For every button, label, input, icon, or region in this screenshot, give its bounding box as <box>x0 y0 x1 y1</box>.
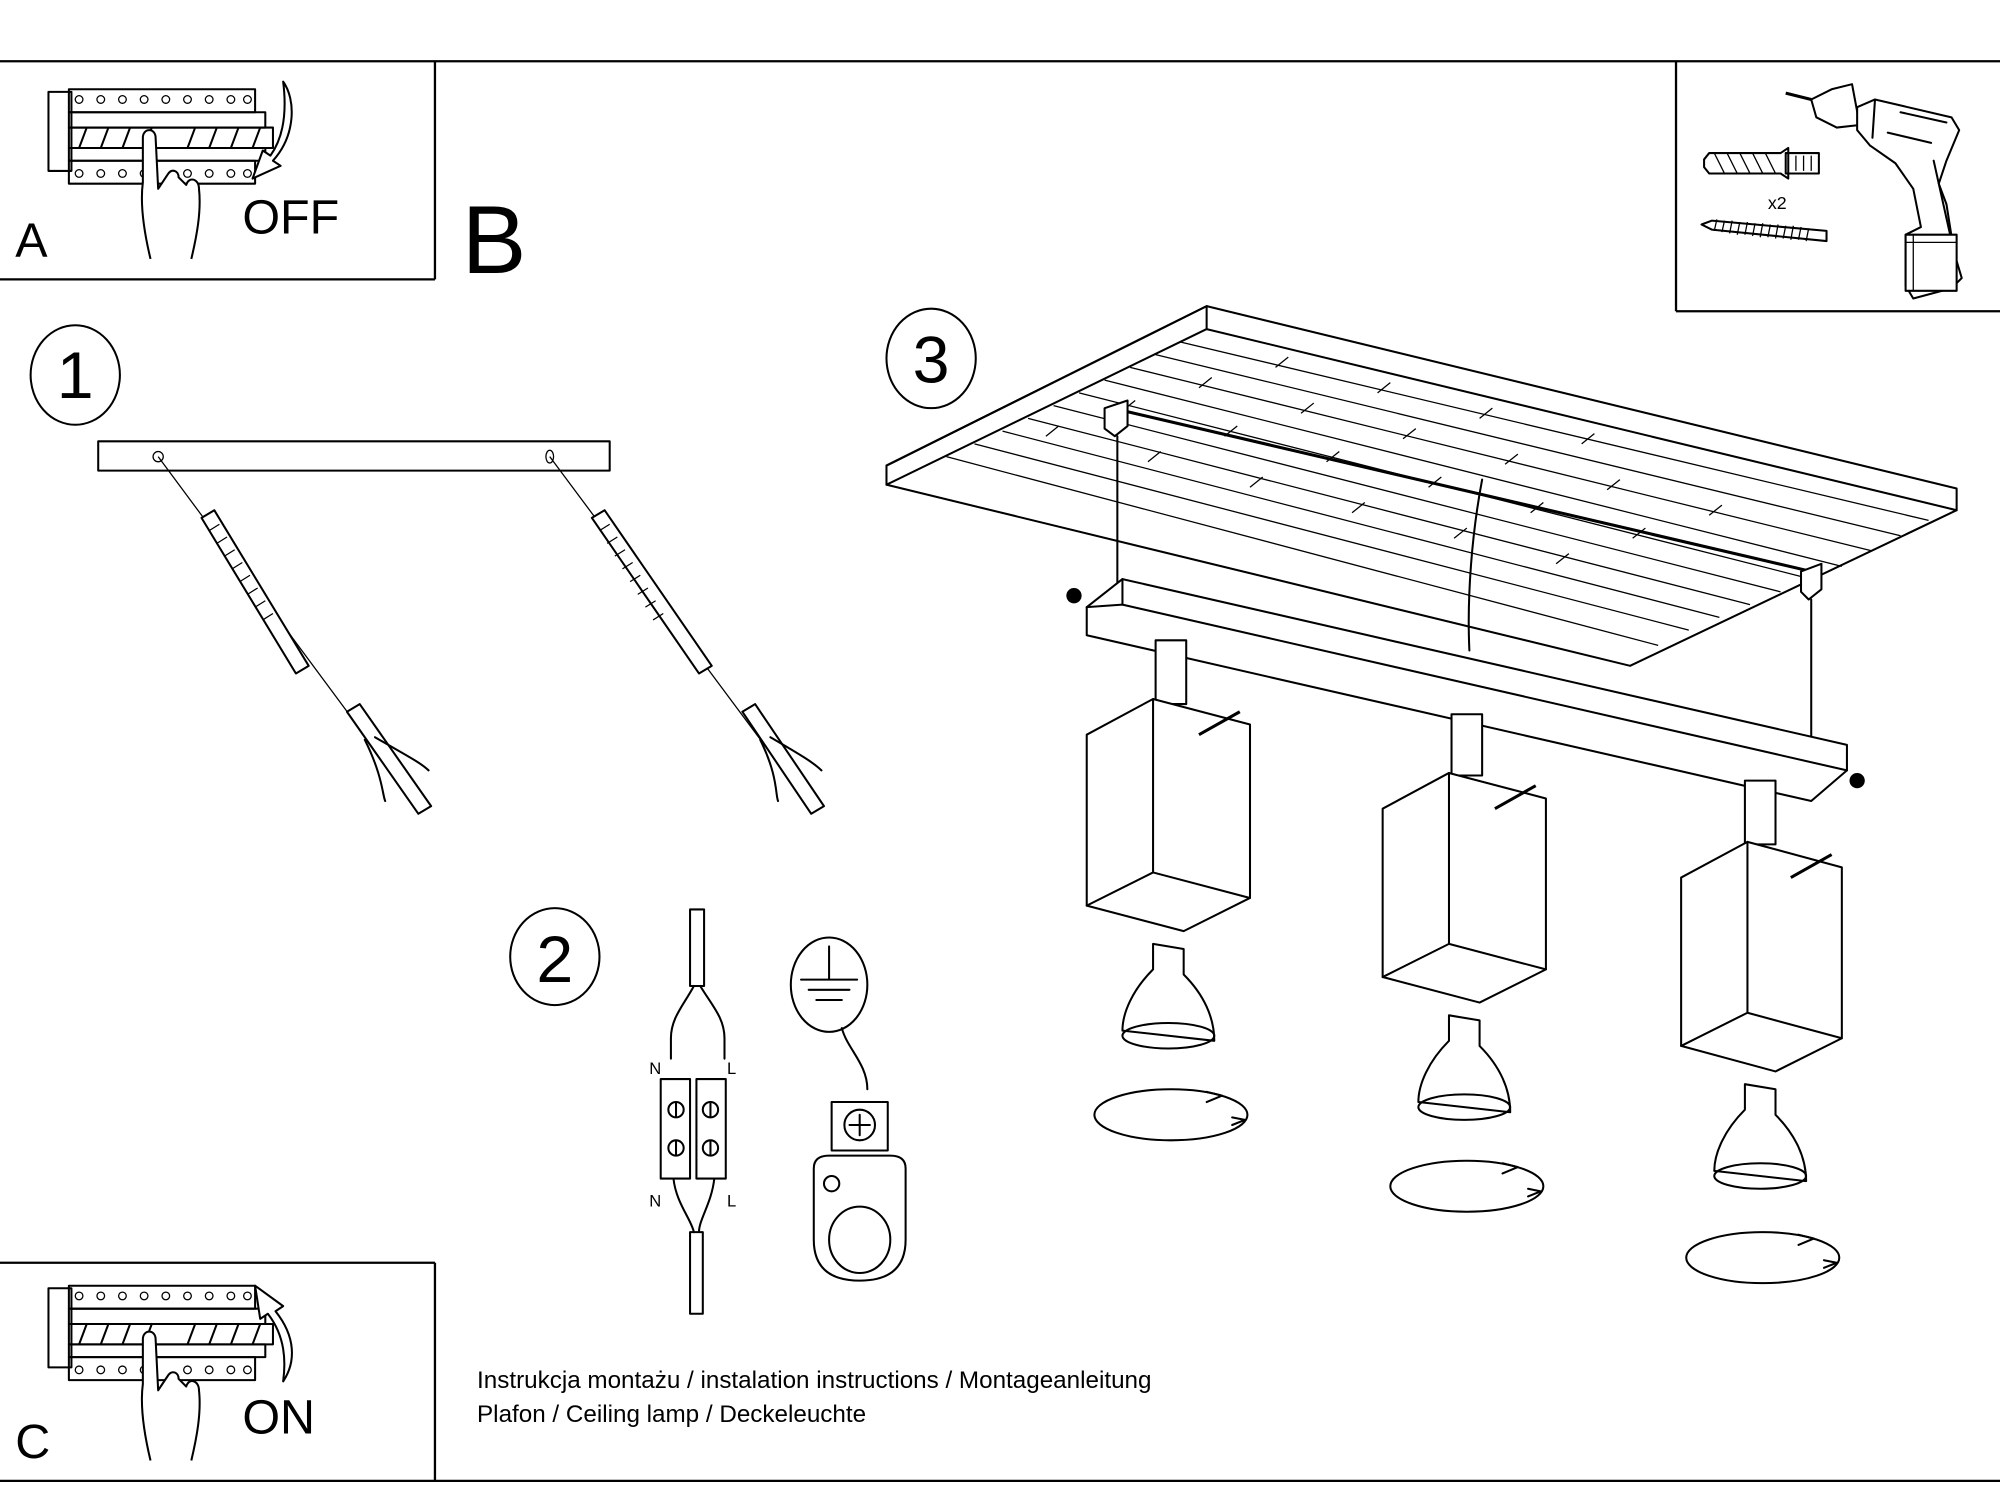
step-1: 1 <box>29 324 825 815</box>
bulb-icon <box>1121 942 1216 1042</box>
step-2-number: 2 <box>536 923 573 997</box>
step-1-number: 1 <box>57 339 94 413</box>
mounting-rail <box>1111 406 1812 573</box>
step-2: 2 N L N L <box>509 907 907 1315</box>
ground-terminal-icon <box>812 1101 907 1282</box>
wire-label-n-bottom: N <box>649 1192 661 1211</box>
bulb-icon <box>1713 1083 1808 1183</box>
spotlight-3 <box>1680 779 1843 1285</box>
plug-quantity: x2 <box>1768 193 1787 213</box>
terminal-block-icon <box>659 1078 727 1180</box>
wire-label-l-bottom: L <box>727 1192 736 1211</box>
screw-anchor-left <box>157 456 433 815</box>
end-screw-left <box>1066 588 1082 604</box>
panel-a-action: OFF <box>242 190 339 244</box>
drill-icon <box>1785 83 1963 300</box>
panel-a: OFF A <box>0 61 437 281</box>
ceiling-plate <box>885 305 1958 667</box>
ground-symbol-icon <box>789 936 869 1033</box>
screw-icon <box>1700 219 1828 243</box>
rotate-arrow-icon <box>1093 1088 1249 1142</box>
wire-label-l-top: L <box>727 1059 736 1078</box>
panel-a-letter: A <box>15 213 48 267</box>
wall-plug-icon <box>1703 146 1820 180</box>
hand-pointer-icon <box>140 1330 201 1461</box>
arrow-up-icon <box>254 1284 293 1383</box>
caption-line-1: Instrukcja montażu / instalation instruc… <box>477 1367 1151 1394</box>
step-3: 3 <box>885 305 1958 1285</box>
rotate-arrow-icon <box>1389 1159 1545 1213</box>
tools-box: x2 <box>1674 61 2000 313</box>
step-3-number: 3 <box>913 324 950 398</box>
end-screw-right <box>1849 772 1865 789</box>
step-1-badge <box>29 324 121 426</box>
caption-line-2: Plafon / Ceiling lamp / Deckeleuchte <box>477 1401 866 1428</box>
mounting-bar <box>97 440 611 472</box>
panel-c-letter: C <box>15 1415 50 1469</box>
rotate-arrow-icon <box>1685 1231 1841 1285</box>
step-2-badge <box>509 907 601 1007</box>
step-3-badge <box>885 307 977 410</box>
bulb-icon <box>1417 1014 1512 1114</box>
panel-c-action: ON <box>242 1391 315 1445</box>
lamp-base <box>1066 578 1865 803</box>
panel-c: ON C <box>0 1261 437 1481</box>
panel-b-letter: B <box>462 185 527 294</box>
spotlight-1 <box>1085 639 1252 1142</box>
arrow-down-icon <box>251 80 293 180</box>
wire-label-n-top: N <box>649 1059 661 1078</box>
circuit-breaker-icon <box>47 1284 274 1382</box>
screw-anchor-right <box>549 456 825 815</box>
hand-pointer-icon <box>140 129 201 260</box>
circuit-breaker-icon <box>47 88 274 185</box>
spotlight-2 <box>1381 713 1547 1213</box>
